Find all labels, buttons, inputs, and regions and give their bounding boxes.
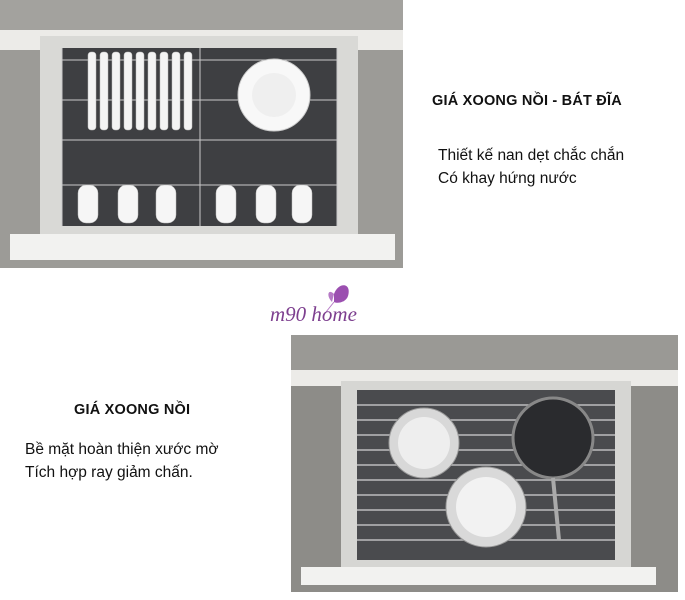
description-line: Bề mặt hoàn thiện xước mờ (25, 441, 219, 458)
pot-rack-photo (291, 335, 678, 592)
description-line: Thiết kế nan dẹt chắc chắn (438, 147, 625, 164)
butterfly-icon (325, 285, 349, 313)
dish-rack-description: Thiết kế nan dẹt chắc chắn Có khay hứng … (438, 144, 624, 190)
logo-text: m90 home (270, 302, 357, 326)
section-title-pot-rack: GIÁ XOONG NỒI (74, 402, 191, 418)
brand-logo: m90 home (268, 282, 368, 330)
pot-rack-description: Bề mặt hoàn thiện xước mờ Tích hợp ray g… (25, 438, 219, 484)
dish-rack-photo (0, 0, 403, 268)
description-line: Có khay hứng nước (438, 170, 577, 187)
section-title-dish-rack: GIÁ XOONG NỒI - BÁT ĐĨA (432, 93, 622, 109)
description-line: Tích hợp ray giảm chấn. (25, 464, 193, 481)
